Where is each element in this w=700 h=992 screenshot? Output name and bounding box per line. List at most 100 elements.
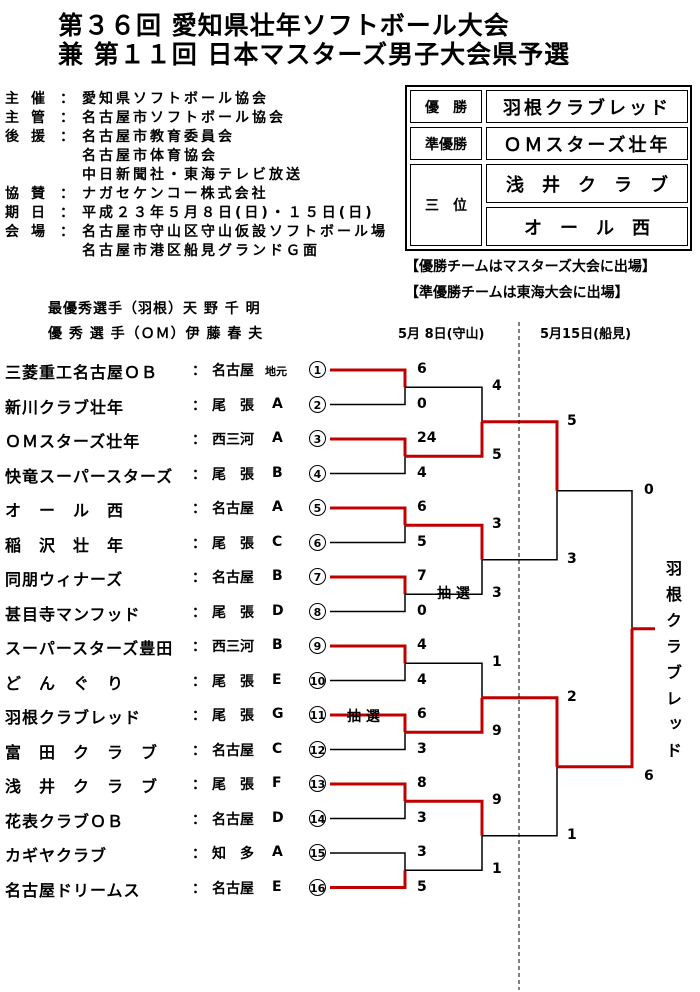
score: 7	[417, 568, 427, 584]
team-name: 新川クラブ壮年	[5, 397, 125, 417]
score: 1	[492, 861, 502, 878]
team-colon: ：	[192, 880, 206, 897]
team-colon: ：	[192, 535, 206, 552]
score: 6	[417, 499, 427, 515]
team-group: E	[272, 671, 282, 688]
team-group: A	[272, 844, 283, 860]
champion-team: 羽根クラブレッド	[486, 90, 688, 123]
bracket-line	[405, 835, 483, 871]
score: 0	[644, 481, 654, 498]
bracket-line	[330, 713, 407, 733]
info-value: 中日新聞社・東海テレビ放送	[82, 167, 303, 183]
info-value: 平成２３年５月８日(日)・１５日(日)	[82, 205, 375, 221]
date-day2: 5月15日(船見)	[540, 327, 632, 342]
bracket-line	[557, 490, 633, 629]
team-region: 尾 張	[212, 708, 254, 724]
score: 5	[567, 412, 577, 429]
seed-number: 15	[309, 844, 326, 861]
team-name: 甚目寺マンフッド	[5, 604, 141, 624]
info-label: 主催	[5, 91, 57, 107]
info-row: 中日新聞社・東海テレビ放送	[5, 166, 388, 185]
team-region: 尾 張	[212, 604, 254, 621]
team-region: 尾 張	[212, 777, 254, 793]
bracket-line	[405, 421, 484, 458]
champion-label: 優 勝	[410, 90, 482, 123]
team-name: オ ー ル 西	[5, 501, 125, 520]
team-name: 同朋ウィナーズ	[5, 570, 124, 589]
info-value: 名古屋市港区船見グランドＧ面	[82, 243, 320, 259]
team-colon: ：	[192, 742, 206, 759]
score: 3	[567, 550, 577, 567]
bracket-line	[557, 628, 634, 769]
team-group: F	[272, 775, 282, 791]
lottery-label-2: 抽 選	[347, 709, 380, 725]
seed-number: 4	[309, 464, 326, 482]
team-region: 尾 張	[212, 673, 254, 690]
team-region: 尾 張	[212, 466, 254, 483]
team-name: 花表クラブＯＢ	[5, 811, 125, 831]
score: 9	[492, 723, 502, 740]
info-row: 期日：平成２３年５月８日(日)・１５日(日)	[5, 204, 388, 223]
team-name: 名古屋ドリームス	[5, 880, 141, 900]
third-label: 三 位	[410, 164, 482, 246]
score: 8	[417, 775, 427, 791]
team-group: D	[272, 809, 284, 826]
score: 6	[417, 706, 427, 722]
team-colon: ：	[192, 811, 206, 828]
seed-number: 2	[309, 395, 326, 413]
team-group: E	[272, 878, 282, 895]
info-row: 後援：名古屋市教育委員会	[5, 128, 388, 147]
team-region: 名古屋	[212, 501, 254, 517]
info-label: 期日	[5, 205, 57, 221]
bracket-line	[482, 420, 559, 491]
team-colon: ：	[192, 570, 206, 586]
seed-number: 7	[309, 568, 326, 585]
info-row: 名古屋市港区船見グランドＧ面	[5, 242, 388, 261]
note-champion: 【優勝チームはマスターズ大会に出場】	[405, 259, 656, 275]
team-name: 三菱重工名古屋ＯＢ	[5, 363, 159, 382]
bracket-line	[482, 766, 558, 837]
bracket-line	[330, 368, 407, 388]
info-colon: ：	[60, 129, 74, 145]
award-outstanding: 優 秀 選 手（ＯＭ）伊 藤 春 夫	[48, 326, 264, 342]
score: 9	[492, 792, 502, 809]
info-value: ナガセケンコー株式会社	[82, 186, 269, 202]
bracket-line	[330, 506, 407, 526]
team-group: A	[272, 430, 283, 446]
bracket-line	[405, 559, 483, 595]
score: 3	[492, 585, 502, 602]
seed-number: 1	[309, 361, 326, 378]
score: 6	[644, 767, 654, 784]
bracket-line	[330, 663, 406, 682]
bracket-line	[330, 801, 406, 820]
team-colon: ：	[192, 432, 206, 448]
bracket-line	[330, 644, 407, 664]
seed-number: 14	[309, 809, 326, 827]
score: 3	[417, 844, 427, 860]
bracket-line	[330, 782, 407, 802]
info-row: 主催：愛知県ソフトボール協会	[5, 90, 388, 109]
team-name: 快竜スーパースターズ	[5, 466, 174, 486]
score: 3	[492, 516, 502, 533]
team-colon: ：	[192, 363, 206, 379]
award-mvp: 最優秀選手（羽根）天 野 千 明	[48, 301, 261, 317]
team-group: B	[272, 464, 283, 481]
team-colon: ：	[192, 846, 206, 862]
team-region: 名古屋	[212, 811, 254, 828]
bracket-line	[330, 594, 406, 613]
bracket-line	[405, 697, 484, 734]
date-day1: 5月 8日(守山)	[398, 327, 485, 342]
info-row: 協賛：ナガセケンコー株式会社	[5, 185, 388, 204]
seed-number: 16	[309, 878, 326, 896]
team-region: 知 多	[212, 846, 254, 862]
seed-number: 5	[309, 499, 326, 516]
bracket-line	[405, 662, 483, 698]
bracket-line	[330, 525, 406, 544]
seed-number: 6	[309, 533, 326, 551]
score: 4	[417, 671, 427, 688]
info-block: 主催：愛知県ソフトボール協会主管：名古屋市ソフトボール協会後援：名古屋市教育委員…	[5, 90, 388, 261]
team-name: スーパースターズ豊田	[5, 639, 174, 658]
info-label: 後援	[5, 129, 57, 145]
bracket-line	[405, 523, 484, 560]
score: 3	[417, 740, 427, 757]
